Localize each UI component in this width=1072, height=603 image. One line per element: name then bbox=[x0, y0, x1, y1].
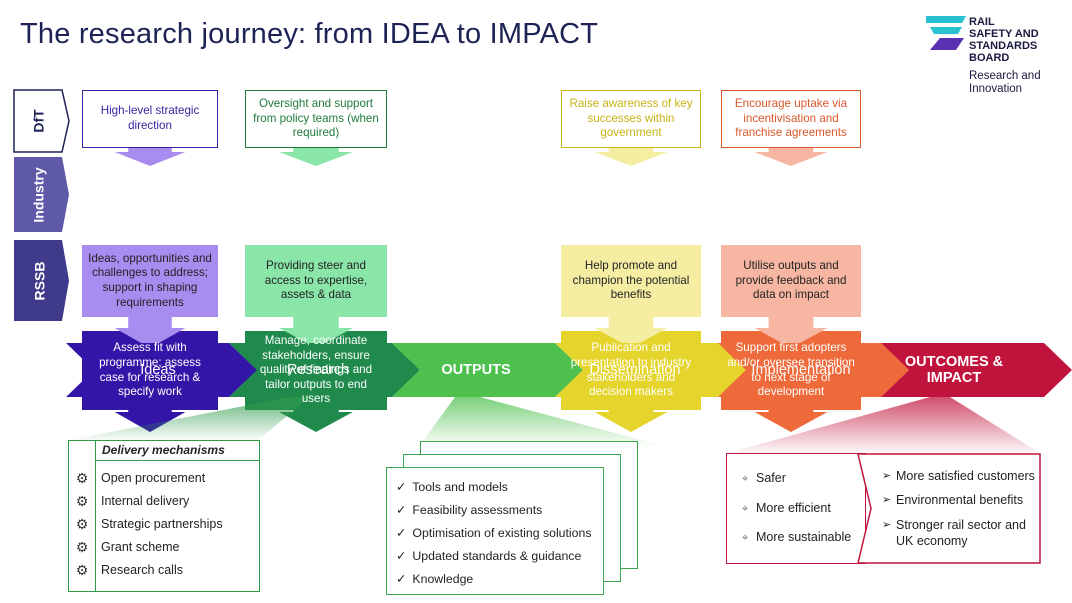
chevron-label-research: Research bbox=[286, 362, 350, 378]
chevron-5 bbox=[881, 343, 1072, 397]
industry-box-fill bbox=[245, 245, 387, 317]
stage-column-ideas: High-level strategic direction Ideas, op… bbox=[82, 90, 218, 432]
delivery-item: ⚙Open procurement bbox=[69, 467, 206, 489]
dft-role-box: Encourage uptake via incentivisation and… bbox=[721, 90, 861, 148]
stage-column-implementation: Encourage uptake via incentivisation and… bbox=[721, 90, 861, 432]
rssb-role-box: Publication and presentation to industry… bbox=[570, 341, 692, 399]
output-item: ✓ Tools and models bbox=[396, 480, 508, 494]
down-arrow-shape bbox=[279, 408, 353, 432]
check-icon: ✓ bbox=[396, 503, 407, 517]
row-label-rssb: RSSB bbox=[14, 240, 69, 321]
bullet-icon: ⌖ bbox=[742, 473, 749, 485]
chevron-4 bbox=[718, 343, 909, 397]
arrow-bullet-icon: ➢ bbox=[882, 494, 892, 506]
gear-icon: ⚙ bbox=[75, 561, 89, 578]
down-arrow-shape bbox=[114, 408, 186, 432]
chevron-2 bbox=[392, 343, 583, 397]
bullet-icon: ⌖ bbox=[742, 503, 749, 515]
bullet-icon: ⌖ bbox=[742, 532, 749, 544]
impact-item: ➢More satisfied customers bbox=[882, 469, 1035, 483]
output-item: ✓ Feasibility assessments bbox=[396, 503, 543, 517]
dft-role-box: High-level strategic direction bbox=[82, 90, 218, 148]
outcomes-left-panel bbox=[726, 453, 866, 564]
arrow-bullet-icon: ➢ bbox=[882, 470, 892, 482]
rssb-role-box: Manage, coordinate stakeholders, ensure … bbox=[259, 334, 373, 406]
chevron-0 bbox=[66, 343, 257, 397]
logo-line-4: BOARD bbox=[969, 52, 1010, 64]
down-arrow-shape bbox=[594, 408, 668, 432]
dft-role-box: Oversight and support from policy teams … bbox=[245, 90, 387, 148]
process-chevrons bbox=[66, 343, 1072, 397]
gear-icon: ⚙ bbox=[75, 469, 89, 486]
outcome-item: ⌖More sustainable bbox=[742, 530, 852, 544]
gear-icon: ⚙ bbox=[75, 492, 89, 509]
page-title: The research journey: from IDEA to IMPAC… bbox=[20, 18, 599, 50]
arrow-bullet-icon: ➢ bbox=[882, 519, 892, 531]
industry-role-box: Utilise outputs and provide feedback and… bbox=[735, 259, 847, 302]
chevron-label-implementation: Implementation bbox=[751, 362, 851, 378]
logo-line-1: RAIL bbox=[969, 16, 995, 28]
chevron-label-ideas: Ideas bbox=[140, 362, 176, 378]
outcome-item: ⌖More efficient bbox=[742, 501, 831, 515]
industry-box-fill bbox=[561, 245, 701, 317]
down-arrow-shape bbox=[279, 316, 353, 348]
industry-role-box: Help promote and champion the potential … bbox=[572, 259, 690, 302]
impact-item: ➢Stronger rail sector and UK economy bbox=[882, 518, 1026, 548]
down-arrow-shape bbox=[754, 147, 828, 166]
industry-box-fill bbox=[721, 245, 861, 317]
down-arrow-shape bbox=[114, 147, 186, 166]
chevron-3 bbox=[555, 343, 746, 397]
down-arrow-shape bbox=[279, 147, 353, 166]
delivery-item: ⚙Research calls bbox=[69, 559, 183, 581]
delivery-item: ⚙Strategic partnerships bbox=[69, 513, 223, 535]
check-icon: ✓ bbox=[396, 549, 407, 563]
logo-subtitle-2: Innovation bbox=[969, 83, 1023, 95]
chevron-label-dissemination: Dissemination bbox=[589, 362, 681, 378]
output-item: ✓ Optimisation of existing solutions bbox=[396, 526, 592, 540]
chevron-1 bbox=[229, 343, 420, 397]
row-label-dft: DfT bbox=[13, 89, 70, 153]
dft-role-box: Raise awareness of key successes within … bbox=[561, 90, 701, 148]
expansion-wedges bbox=[70, 397, 1040, 453]
outcome-item: ⌖Safer bbox=[742, 471, 786, 485]
delivery-item: ⚙Internal delivery bbox=[69, 490, 190, 512]
rssb-role-box: Assess fit with programme; assess case f… bbox=[99, 341, 201, 399]
check-icon: ✓ bbox=[396, 480, 407, 494]
check-icon: ✓ bbox=[396, 526, 407, 540]
logo-line-3: STANDARDS bbox=[969, 40, 1038, 52]
gear-icon: ⚙ bbox=[75, 515, 89, 532]
rssb-logo-icon bbox=[926, 16, 966, 50]
down-arrow-shape bbox=[754, 408, 828, 432]
down-arrow-shape bbox=[594, 316, 668, 348]
check-icon: ✓ bbox=[396, 572, 407, 586]
row-label-text: Industry bbox=[31, 166, 48, 223]
output-item: ✓ Updated standards & guidance bbox=[396, 549, 582, 563]
industry-role-box: Providing steer and access to expertise,… bbox=[264, 259, 368, 302]
outcomes-right-panel bbox=[857, 453, 1041, 564]
chevron-label-outcomes: OUTCOMES & IMPACT bbox=[904, 354, 1004, 386]
down-arrow-shape bbox=[594, 147, 668, 166]
stage-column-research: Oversight and support from policy teams … bbox=[245, 90, 387, 432]
rssb-role-box: Support first adopters and/or oversee tr… bbox=[727, 341, 855, 399]
outputs-page-front bbox=[386, 467, 604, 595]
delivery-header: Delivery mechanisms bbox=[95, 441, 259, 461]
output-item: ✓ Knowledge bbox=[396, 572, 474, 586]
industry-role-box: Ideas, opportunities and challenges to a… bbox=[88, 251, 212, 309]
logo-subtitle-1: Research and bbox=[969, 70, 1041, 82]
stage-column-dissemination: Raise awareness of key successes within … bbox=[561, 90, 701, 432]
impact-item: ➢Environmental benefits bbox=[882, 493, 1024, 507]
logo-line-2: SAFETY AND bbox=[969, 28, 1039, 40]
delivery-item: ⚙Grant scheme bbox=[69, 536, 180, 558]
down-arrow-shape bbox=[114, 316, 186, 348]
row-label-industry: Industry bbox=[14, 157, 69, 232]
row-label-text: DfT bbox=[30, 109, 47, 133]
gear-icon: ⚙ bbox=[75, 538, 89, 555]
industry-box-fill bbox=[82, 245, 218, 317]
down-arrow-shape bbox=[754, 316, 828, 348]
delivery-mechanisms-panel: Delivery mechanisms ⚙Open procurement ⚙I… bbox=[68, 440, 260, 592]
row-label-text: RSSB bbox=[31, 261, 47, 300]
chevron-label-outputs: OUTPUTS bbox=[441, 362, 511, 378]
